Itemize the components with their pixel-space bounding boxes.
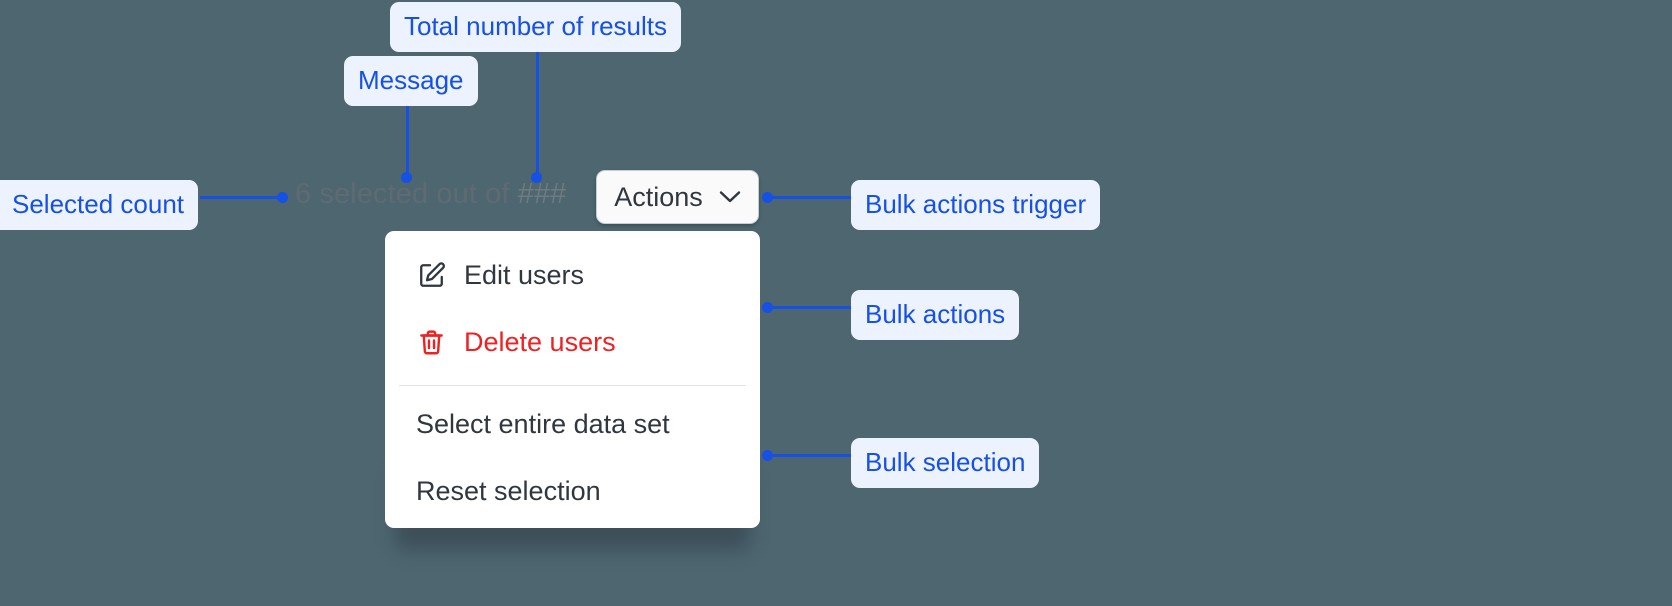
annotation-bulk-selection: Bulk selection bbox=[851, 438, 1040, 488]
connector-dot-bulk-selection bbox=[762, 450, 773, 461]
menu-item-select-entire-data-set[interactable]: Select entire data set bbox=[385, 391, 760, 458]
annotation-total-number-of-results: Total number of results bbox=[390, 2, 682, 52]
annotation-selected-count: Selected count bbox=[0, 180, 199, 230]
connector-bulk-selection bbox=[770, 454, 854, 457]
total-results-value: ### bbox=[517, 178, 567, 210]
connector-dot-message bbox=[401, 172, 412, 183]
menu-group-bulk-selection: Select entire data set Reset selection bbox=[385, 391, 760, 525]
connector-message bbox=[406, 92, 409, 178]
menu-group-bulk-actions: Edit users Delete users bbox=[385, 231, 760, 376]
connector-total-results bbox=[536, 38, 539, 178]
menu-divider bbox=[399, 385, 746, 386]
menu-item-label: Edit users bbox=[464, 260, 585, 290]
selection-message-label: selected out of bbox=[319, 178, 510, 210]
connector-dot-total-results bbox=[531, 172, 542, 183]
trash-icon bbox=[416, 328, 446, 358]
menu-item-reset-selection[interactable]: Reset selection bbox=[385, 458, 760, 525]
connector-bulk-actions-trigger bbox=[770, 196, 854, 199]
bulk-actions-trigger-button[interactable]: Actions bbox=[596, 170, 759, 224]
bulk-actions-menu: Edit users Delete users Select entire da… bbox=[385, 231, 760, 528]
connector-dot-bulk-actions bbox=[762, 302, 773, 313]
menu-item-label: Select entire data set bbox=[416, 409, 670, 439]
chevron-down-icon bbox=[719, 190, 741, 204]
connector-dot-selected-count bbox=[277, 192, 288, 203]
menu-item-edit-users[interactable]: Edit users bbox=[385, 242, 760, 309]
menu-item-delete-users[interactable]: Delete users bbox=[385, 309, 760, 376]
pencil-square-icon bbox=[416, 261, 446, 291]
menu-item-label: Delete users bbox=[464, 327, 616, 357]
annotation-bulk-actions: Bulk actions bbox=[851, 290, 1020, 340]
selection-summary-text: 6 selected out of ### bbox=[295, 178, 566, 211]
annotation-bulk-actions-trigger: Bulk actions trigger bbox=[851, 180, 1101, 230]
menu-item-label: Reset selection bbox=[416, 476, 601, 506]
annotation-message: Message bbox=[344, 56, 478, 106]
connector-selected-count bbox=[200, 196, 286, 199]
selected-count-value: 6 bbox=[295, 178, 312, 210]
connector-dot-bulk-actions-trigger bbox=[762, 192, 773, 203]
actions-button-label: Actions bbox=[614, 181, 703, 212]
connector-bulk-actions bbox=[770, 306, 854, 309]
